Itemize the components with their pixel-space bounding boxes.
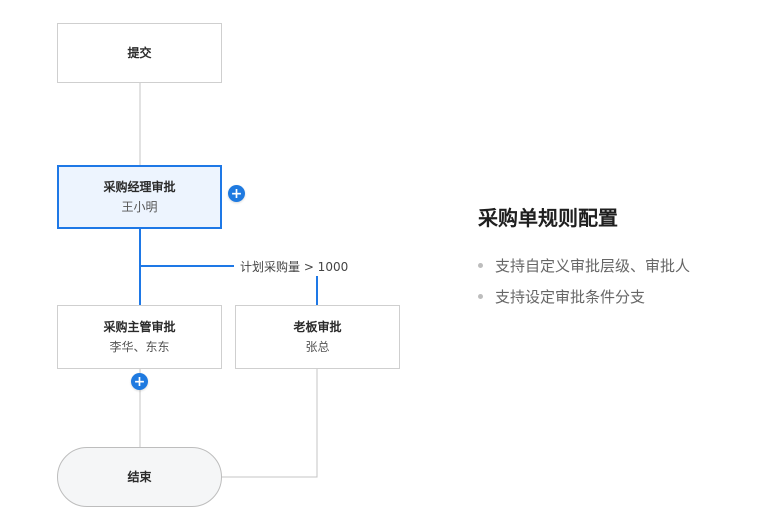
supervisor-approver-names: 李华、东东 bbox=[109, 340, 170, 354]
branch-condition-label[interactable]: 计划采购量 > 1000 bbox=[240, 260, 349, 274]
boss-approval-node[interactable]: 老板审批 张总 bbox=[235, 305, 400, 369]
plus-icon: + bbox=[133, 373, 146, 390]
feature-list: 支持自定义审批层级、审批人 支持设定审批条件分支 bbox=[478, 255, 690, 307]
manager-approval-title: 采购经理审批 bbox=[103, 180, 176, 194]
boss-approver-name: 张总 bbox=[305, 340, 330, 354]
submit-node-title: 提交 bbox=[127, 46, 152, 60]
end-node[interactable]: 结束 bbox=[57, 447, 222, 507]
add-branch-button[interactable]: + bbox=[228, 185, 245, 202]
plus-icon: + bbox=[230, 185, 243, 202]
info-title: 采购单规则配置 bbox=[478, 206, 618, 230]
bullet-icon bbox=[478, 294, 483, 299]
connector-boss-end bbox=[220, 369, 318, 478]
manager-approver-name: 王小明 bbox=[121, 200, 158, 214]
feature-info-panel: 采购单规则配置 支持自定义审批层级、审批人 支持设定审批条件分支 bbox=[478, 202, 690, 317]
supervisor-approval-title: 采购主管审批 bbox=[103, 320, 176, 334]
end-node-title: 结束 bbox=[127, 470, 152, 484]
feature-item-text: 支持设定审批条件分支 bbox=[495, 288, 646, 306]
feature-item-text: 支持自定义审批层级、审批人 bbox=[495, 257, 691, 275]
add-step-button[interactable]: + bbox=[131, 373, 148, 390]
feature-item: 支持设定审批条件分支 bbox=[478, 286, 690, 307]
boss-approval-title: 老板审批 bbox=[293, 320, 342, 334]
supervisor-approval-node[interactable]: 采购主管审批 李华、东东 bbox=[57, 305, 222, 369]
bullet-icon bbox=[478, 263, 483, 268]
manager-approval-node[interactable]: 采购经理审批 王小明 bbox=[57, 165, 222, 229]
feature-item: 支持自定义审批层级、审批人 bbox=[478, 255, 690, 276]
submit-node[interactable]: 提交 bbox=[57, 23, 222, 83]
